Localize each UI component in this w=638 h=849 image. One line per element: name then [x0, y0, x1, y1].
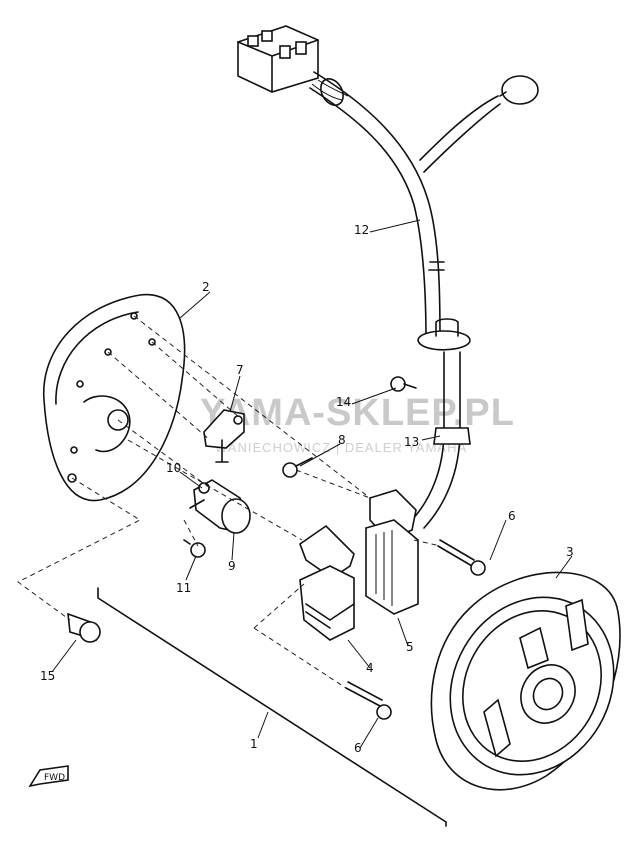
- callout-7: 7: [236, 363, 244, 377]
- rectifier-5: [365, 489, 419, 615]
- screw-11: [183, 539, 206, 558]
- wire-harness: [237, 25, 539, 529]
- callout-4: 4: [366, 661, 374, 675]
- watermark-title: YAMA-SKLEP.PL: [200, 392, 515, 434]
- callout-13: 13: [404, 435, 419, 449]
- callout-8: 8: [338, 433, 346, 447]
- assembly-bracket: [97, 587, 447, 827]
- callout-5: 5: [406, 640, 414, 654]
- callout-2: 2: [202, 280, 210, 294]
- stator-plate: [43, 293, 186, 502]
- screw-15: [67, 612, 101, 643]
- callout-10: 10: [166, 461, 181, 475]
- watermark-subtitle: WANIECHOWICZ | DEALER YAMAHA: [215, 440, 467, 455]
- flywheel-rotor: [430, 571, 621, 791]
- screw-8: [282, 457, 313, 478]
- assembly-lines: [17, 315, 441, 689]
- direction-tag: FWD: [44, 773, 65, 783]
- bolt-6-upper: [437, 539, 486, 576]
- watermark: YAMA-SKLEP.PL WANIECHOWICZ | DEALER YAMA…: [64, 374, 515, 476]
- screw-14: [390, 376, 417, 392]
- pickup-coil: [203, 409, 245, 463]
- callout-3: 3: [566, 545, 574, 559]
- bolt-6-lower: [345, 681, 392, 720]
- callouts: 1 2 3 4 5 6 6 7 8 9 10 11 12 13 14 15: [40, 223, 574, 755]
- connector-block: [237, 25, 319, 93]
- callout-12: 12: [354, 223, 369, 237]
- callout-6-upper: 6: [508, 509, 516, 523]
- front-arrow-icon: FWD: [28, 765, 69, 788]
- regulator-4: [299, 524, 355, 641]
- callout-14: 14: [336, 395, 351, 409]
- charge-coil: [189, 479, 251, 534]
- callout-15: 15: [40, 669, 55, 683]
- callout-1: 1: [250, 737, 258, 751]
- callout-9: 9: [228, 559, 236, 573]
- leader-lines: [51, 219, 573, 749]
- callout-11: 11: [176, 581, 191, 595]
- callout-6-lower: 6: [354, 741, 362, 755]
